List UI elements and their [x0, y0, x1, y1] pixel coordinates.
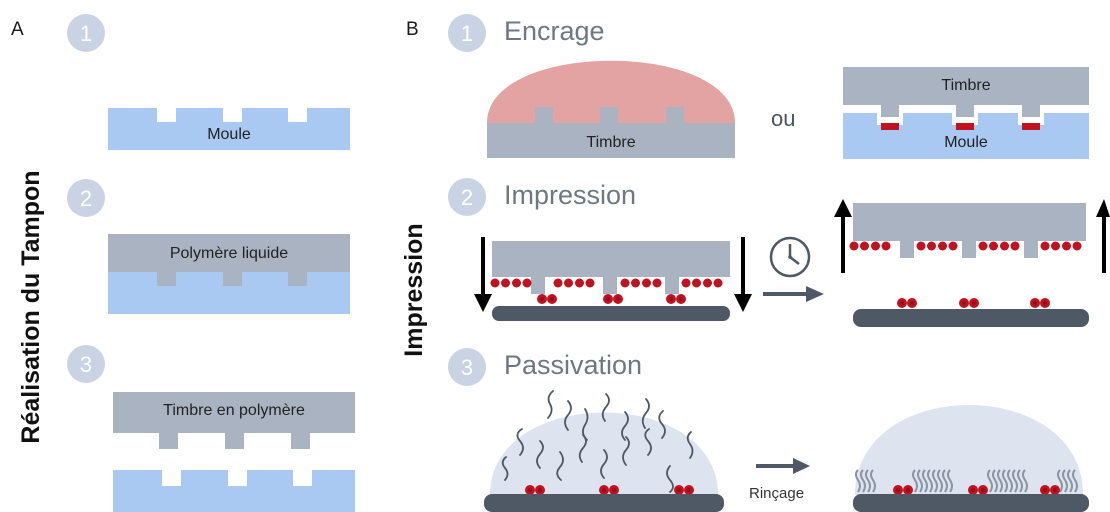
polymer-stamp-label: Timbre en polymère [163, 402, 305, 419]
ink-deposit [956, 123, 974, 130]
ink-deposit [1022, 123, 1040, 130]
panel-a-badges [67, 14, 105, 383]
ink-deposit [881, 123, 899, 130]
mold-label: Moule [207, 126, 251, 143]
stamp-lifted [849, 203, 1089, 327]
mold-a3 [113, 470, 355, 512]
inking-dome [487, 60, 735, 158]
step-number-a1: 1 [80, 21, 92, 46]
arrow-down-icon [734, 237, 752, 312]
mold-right-label: Moule [944, 134, 988, 151]
passivated-surface [853, 405, 1089, 512]
printing-press [490, 241, 730, 321]
substrate [484, 494, 724, 512]
step-number-b1: 1 [461, 21, 473, 46]
step-badge-a3 [67, 345, 105, 383]
panel-letter-b: B [406, 19, 419, 40]
stamp-right-label: Timbre [941, 77, 991, 94]
step-badge-b2 [448, 178, 486, 216]
stamp-label: Timbre [586, 134, 636, 151]
step-number-b2: 2 [461, 185, 473, 210]
arrow-up-icon [834, 199, 852, 273]
step-badge-a2 [67, 179, 105, 217]
step-badge-b1 [448, 14, 486, 52]
substrate [492, 306, 730, 321]
liquid-polymer-a2 [108, 234, 350, 314]
substrate [853, 309, 1089, 327]
passivation-dome [484, 390, 724, 512]
step-number-a2: 2 [80, 186, 92, 211]
step-badge-b3 [448, 348, 486, 386]
arrow-up-icon [1096, 199, 1110, 273]
step-label-passivation: Passivation [504, 350, 643, 380]
or-label: ou [771, 106, 796, 131]
substrate [853, 494, 1089, 512]
arrow-right-icon [756, 458, 810, 474]
step-number-a3: 3 [80, 352, 92, 377]
step-label-inking: Encrage [504, 16, 605, 46]
step-label-printing: Impression [504, 180, 637, 210]
mold-a1 [108, 108, 350, 150]
stamp-a3 [113, 392, 355, 449]
panel-letter-a: A [11, 19, 24, 40]
step-number-b3: 3 [461, 355, 473, 380]
rinsing-label: Rinçage [749, 485, 805, 502]
arrow-right-icon [763, 286, 824, 302]
clock-icon [769, 236, 811, 278]
liquid-polymer-label: Polymère liquide [169, 245, 289, 262]
arrow-down-icon [474, 237, 492, 312]
panel-b-badges [448, 14, 486, 386]
stamp-on-mold [843, 67, 1089, 159]
step-badge-a1 [67, 14, 105, 52]
